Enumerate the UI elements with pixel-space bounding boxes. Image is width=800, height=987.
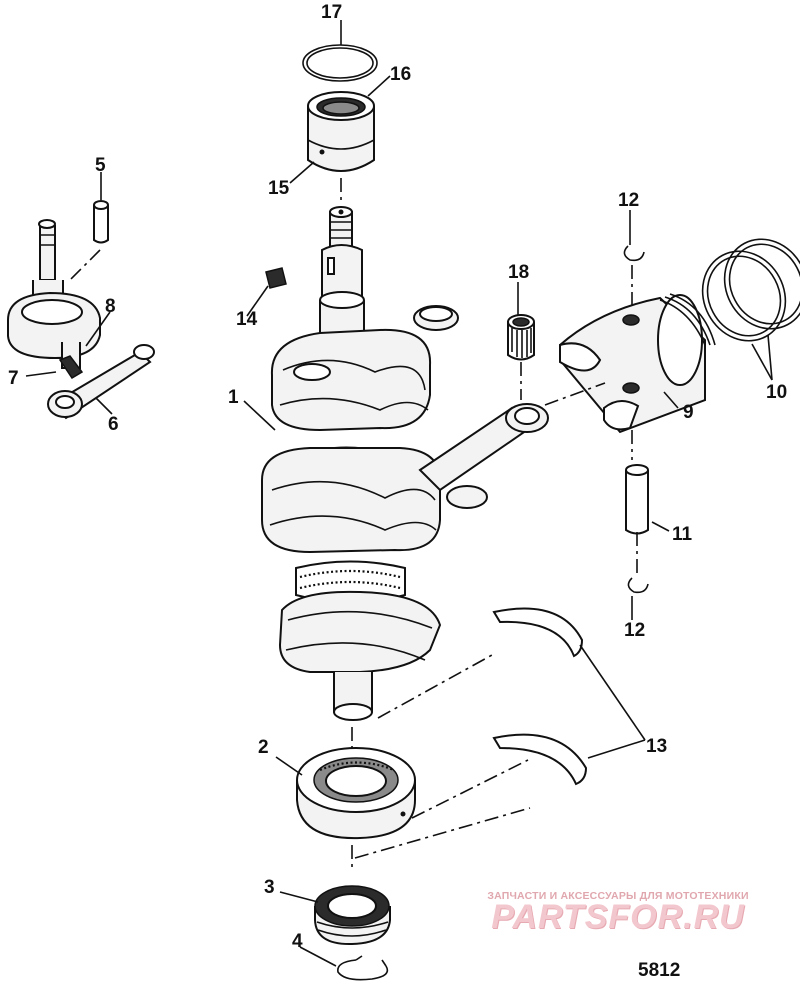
callout-12-bottom: 12	[624, 620, 645, 641]
callout-18: 18	[508, 262, 529, 283]
callout-6: 6	[108, 414, 119, 435]
callout-7: 7	[8, 368, 19, 389]
o-ring-17	[302, 44, 378, 82]
callout-13: 13	[646, 736, 667, 757]
thrust-washer-13-lower	[492, 733, 588, 786]
callout-9: 9	[683, 402, 694, 423]
piston-pin-11	[625, 464, 649, 575]
thrust-washer-13-upper	[492, 607, 584, 658]
callout-5: 5	[95, 155, 106, 176]
callout-15: 15	[268, 178, 290, 199]
callout-11: 11	[672, 524, 693, 545]
watermark-logo: ЗАПЧАСТИ И АКСЕССУАРЫ ДЛЯ МОТОТЕХНИКИ PA…	[458, 890, 778, 937]
watermark-brand: PARTSFOR.RU	[491, 898, 745, 936]
callout-16: 16	[390, 64, 411, 85]
ball-bearing-2	[296, 747, 416, 840]
bearing-sleeve-15-16	[307, 91, 375, 172]
piston-9	[559, 293, 716, 434]
retainer-clip-12-bottom	[627, 577, 649, 594]
callout-12-top: 12	[618, 190, 639, 211]
oil-seal-3	[314, 885, 391, 946]
watermark-tagline: ЗАПЧАСТИ И АКСЕССУАРЫ ДЛЯ МОТОТЕХНИКИ	[487, 890, 749, 902]
figure-number: 5812	[638, 960, 681, 981]
callout-2: 2	[258, 737, 269, 758]
callout-17: 17	[321, 2, 342, 23]
callout-10: 10	[766, 382, 787, 403]
snap-ring-4	[337, 955, 389, 981]
inset-crank-assembly	[7, 219, 155, 420]
callout-1: 1	[228, 387, 239, 408]
callout-8: 8	[105, 296, 116, 317]
callout-4: 4	[292, 931, 303, 952]
piston-rings-10	[701, 238, 800, 342]
leader-lines	[25, 20, 773, 967]
retainer-clip-12-top	[623, 245, 645, 262]
pin-5	[93, 200, 109, 244]
woodruff-key-14	[265, 267, 287, 289]
crankshaft-1	[261, 206, 488, 721]
callout-14: 14	[236, 309, 258, 330]
connecting-rod	[418, 403, 549, 492]
needle-bearing-18	[507, 314, 535, 361]
callout-3: 3	[264, 877, 275, 898]
